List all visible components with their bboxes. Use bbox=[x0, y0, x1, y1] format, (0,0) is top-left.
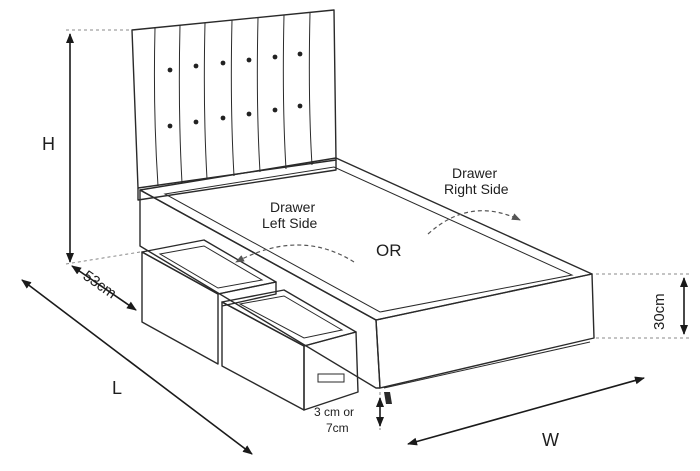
length-label: L bbox=[112, 378, 122, 398]
dimension-guides bbox=[65, 29, 690, 430]
tufting-buttons bbox=[167, 51, 303, 129]
width-label: W bbox=[542, 430, 559, 450]
bed-base bbox=[139, 157, 595, 404]
headboard bbox=[131, 9, 337, 201]
drawer-left-label-line1: Drawer bbox=[270, 199, 315, 215]
clearance-label-line2: 7cm bbox=[326, 421, 349, 435]
drawer-right-label-line2: Right Side bbox=[444, 181, 509, 197]
drawer-handle bbox=[317, 373, 345, 383]
base-height-label: 30cm bbox=[651, 293, 668, 330]
drawer-left-label-line2: Left Side bbox=[262, 215, 317, 231]
drawer-left-arrow bbox=[235, 244, 355, 263]
drawer-right-label-line1: Drawer bbox=[452, 165, 497, 181]
clearance-label-line1: 3 cm or bbox=[314, 405, 354, 419]
length-dimension-line bbox=[21, 279, 253, 455]
or-label: OR bbox=[376, 241, 402, 260]
drawer-right-arrow bbox=[427, 210, 521, 235]
width-dimension-line bbox=[407, 376, 645, 446]
headboard-channels bbox=[153, 12, 313, 187]
height-label: H bbox=[42, 134, 55, 154]
depth-label: 53cm bbox=[80, 267, 120, 302]
